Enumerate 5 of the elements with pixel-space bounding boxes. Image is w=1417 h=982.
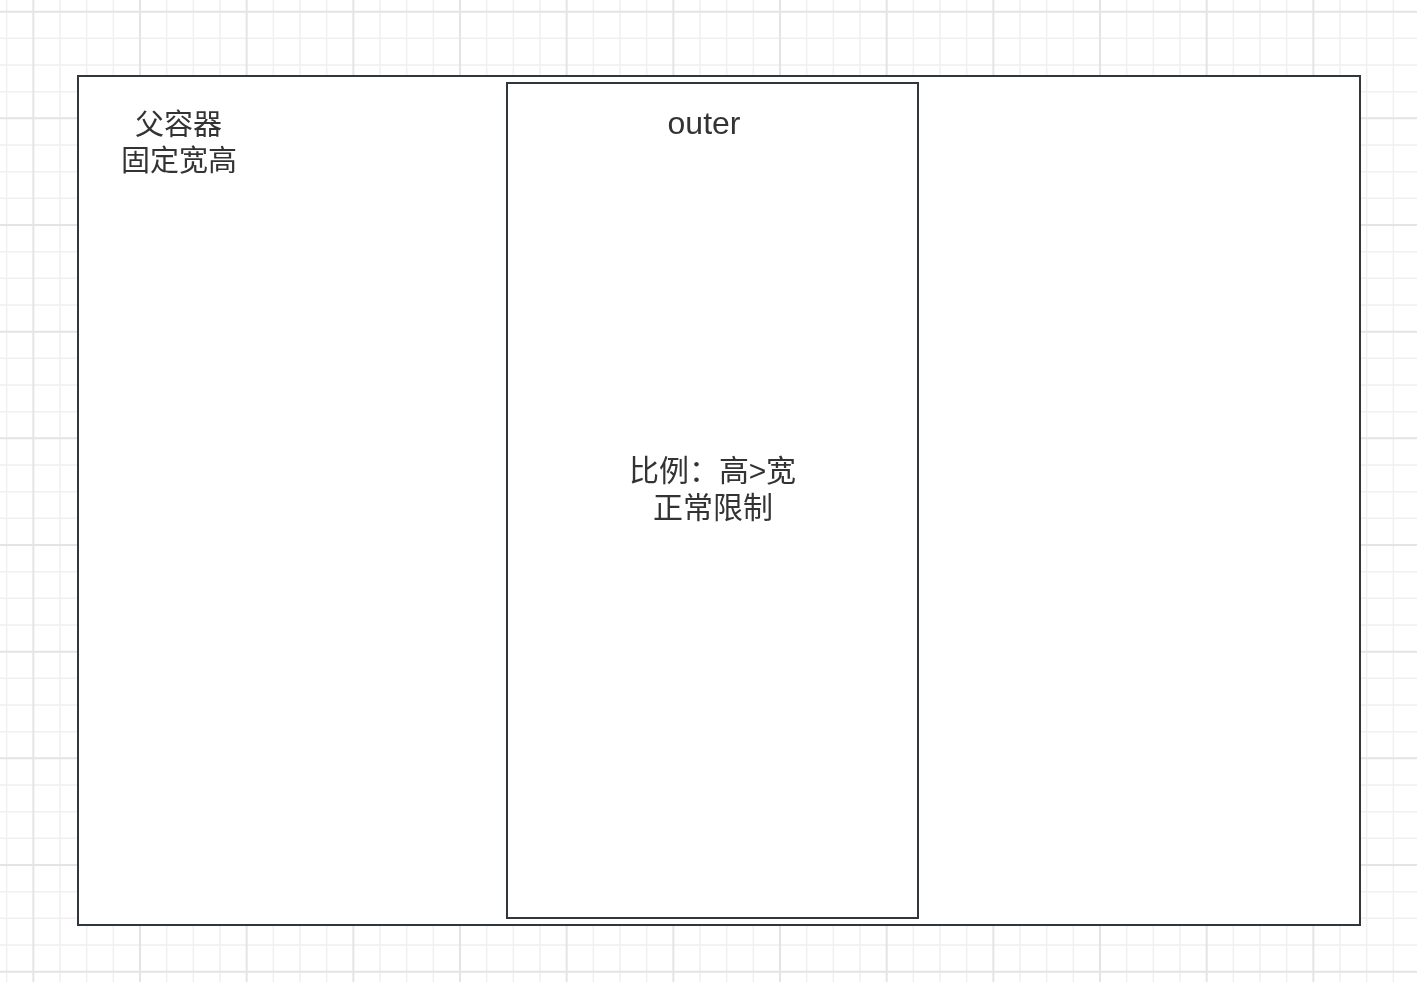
container-box	[77, 75, 1361, 926]
content-box	[506, 82, 919, 919]
heading-text: outer	[667, 105, 741, 141]
container-title: 父容器固定宽高	[120, 108, 238, 179]
description-text: 比例：高>宽正常限制	[627, 452, 798, 526]
